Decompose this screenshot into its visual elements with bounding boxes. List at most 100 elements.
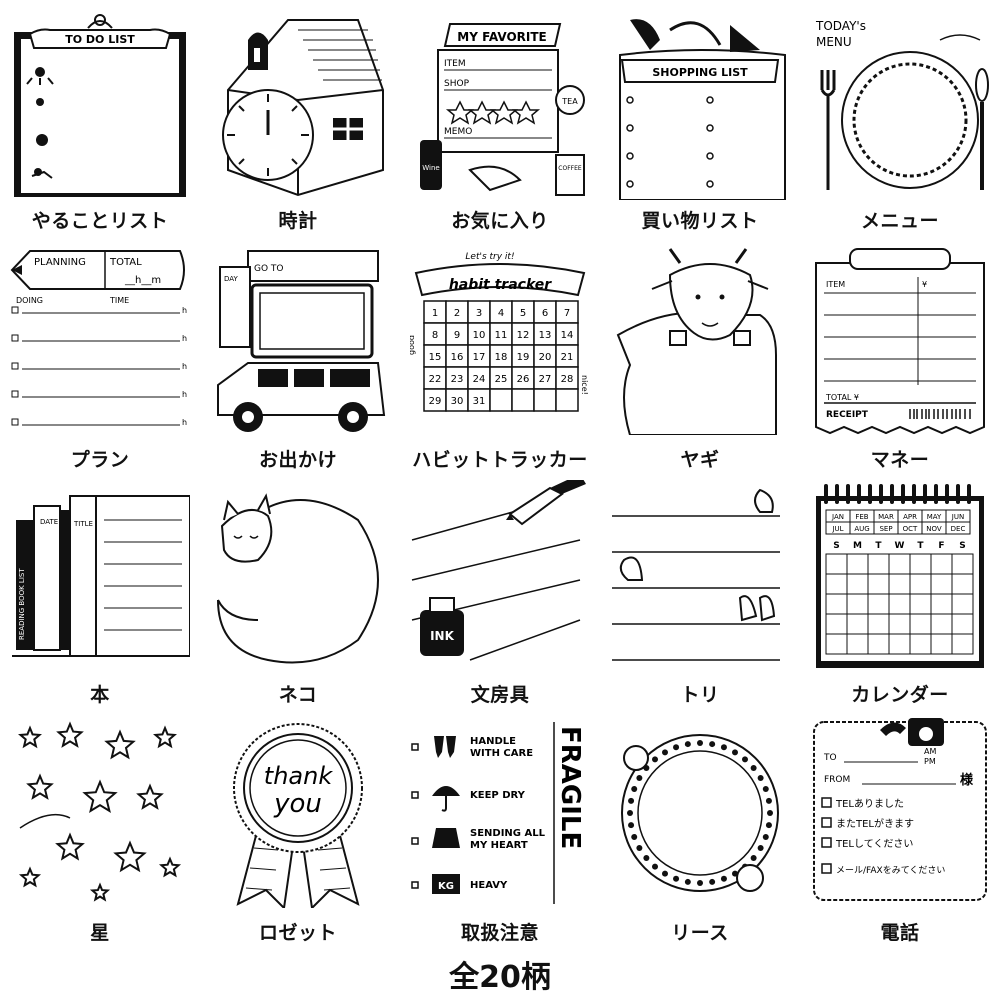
date-cell	[825, 613, 848, 635]
calendar-date-grid	[825, 553, 974, 655]
caption-wreath: リース	[671, 922, 729, 944]
caption-calendar: カレンダー	[851, 684, 949, 706]
berry-icon	[720, 744, 727, 751]
caption-money: マネー	[870, 449, 930, 471]
caption-star: 星	[90, 922, 110, 944]
date-cell	[846, 613, 869, 635]
berry-icon	[673, 744, 680, 751]
ring-icon	[835, 484, 839, 504]
habit-cell	[555, 388, 579, 412]
habit-day-number: 20	[539, 352, 552, 363]
date-cell	[867, 553, 890, 575]
caption-my-favorite: お気に入り	[451, 210, 549, 232]
berry-icon	[750, 854, 757, 861]
weekday-label: T	[875, 541, 882, 551]
date-cell	[888, 573, 911, 595]
habit-day-number: 8	[432, 330, 438, 341]
habit-tracker-illustration: Let's try it! habit tracker good nice! 1…	[410, 252, 589, 412]
berry-icon	[636, 845, 643, 851]
habit-day-number: 9	[454, 330, 460, 341]
weekday-label: W	[895, 541, 905, 551]
books-illustration: DATE READING BOOK LIST TITLE	[12, 495, 190, 657]
ring-icon	[912, 484, 916, 504]
wreath-illustration	[621, 734, 779, 892]
fragile-label: FRAGILE	[555, 726, 585, 849]
habit-day-number: 4	[498, 308, 504, 319]
date-cell	[867, 593, 890, 615]
caption-clock: 時計	[278, 210, 318, 232]
star-icon	[136, 783, 164, 810]
phone-from-label: FROM	[824, 775, 850, 785]
coffee-label: COFFEE	[558, 165, 582, 172]
habit-day-number: 27	[539, 374, 552, 385]
berry-icon	[720, 875, 727, 882]
ring-icon	[967, 484, 971, 504]
star-icon	[56, 721, 84, 748]
weekday-label: M	[853, 541, 862, 551]
berry-icon	[709, 878, 716, 885]
ring-icon	[857, 484, 861, 504]
planning-label: PLANNING	[34, 257, 86, 268]
habit-day-number: 13	[539, 330, 552, 341]
date-cell	[846, 633, 869, 655]
phone-am-label: AM	[924, 747, 936, 756]
date-cell	[825, 573, 848, 595]
goto-label: GO TO	[254, 264, 284, 274]
berry-icon	[697, 880, 703, 886]
ring-icon	[923, 484, 927, 504]
berry-icon	[684, 741, 691, 748]
habit-day-number: 24	[473, 374, 486, 385]
todo-header-label: TO DO LIST	[65, 33, 135, 46]
month-label: SEP	[879, 525, 892, 533]
outing-car-illustration: GO TO DAY	[217, 250, 386, 432]
date-cell	[930, 553, 953, 575]
habit-day-number: 2	[454, 308, 460, 319]
berry-icon	[628, 797, 635, 804]
clock-house-illustration	[222, 19, 384, 197]
habit-day-number: 17	[473, 352, 486, 363]
habit-day-number: 3	[476, 308, 482, 319]
date-cell	[888, 593, 911, 615]
total-count-label: 全20柄	[449, 960, 551, 995]
date-cell	[951, 613, 974, 635]
favorite-title: MY FAVORITE	[457, 30, 546, 44]
berry-icon	[750, 765, 757, 772]
star-icon	[18, 866, 42, 888]
phone-option-3: TELしてください	[835, 838, 913, 850]
month-label: NOV	[926, 525, 942, 533]
habit-day-number: 18	[495, 352, 508, 363]
book-title-label: TITLE	[73, 520, 93, 528]
star-icon	[158, 856, 182, 878]
berry-icon	[631, 786, 638, 793]
date-cell	[846, 553, 869, 575]
ring-icon	[868, 484, 872, 504]
doing-label: DOING	[16, 296, 43, 305]
berry-icon	[662, 749, 668, 756]
favorite-memo-label: MEMO	[444, 127, 472, 137]
berry-icon	[697, 740, 703, 746]
month-label: JUL	[831, 525, 843, 533]
month-label: AUG	[854, 525, 869, 533]
good-label: good	[410, 335, 416, 355]
phone-sama-label: 様	[960, 772, 974, 788]
month-label: JAN	[831, 513, 844, 521]
berry-icon	[762, 833, 769, 840]
star-icon	[55, 832, 85, 861]
caption-book: 本	[90, 684, 110, 706]
ring-icon	[934, 484, 938, 504]
habit-day-number: 23	[451, 374, 464, 385]
book-date-label: DATE	[40, 518, 58, 526]
berry-icon	[741, 756, 748, 763]
todo-list-illustration: TO DO LIST	[14, 14, 186, 197]
berry-icon	[762, 786, 769, 793]
handle-line2: WITH CARE	[470, 748, 533, 759]
star-icon	[82, 779, 118, 814]
favorite-shop-label: SHOP	[444, 79, 470, 89]
kg-label: KG	[438, 881, 454, 892]
ring-icon	[846, 484, 850, 504]
h-unit-2: h	[182, 334, 187, 343]
heavy-label: HEAVY	[470, 880, 508, 891]
habit-cell	[489, 388, 513, 412]
